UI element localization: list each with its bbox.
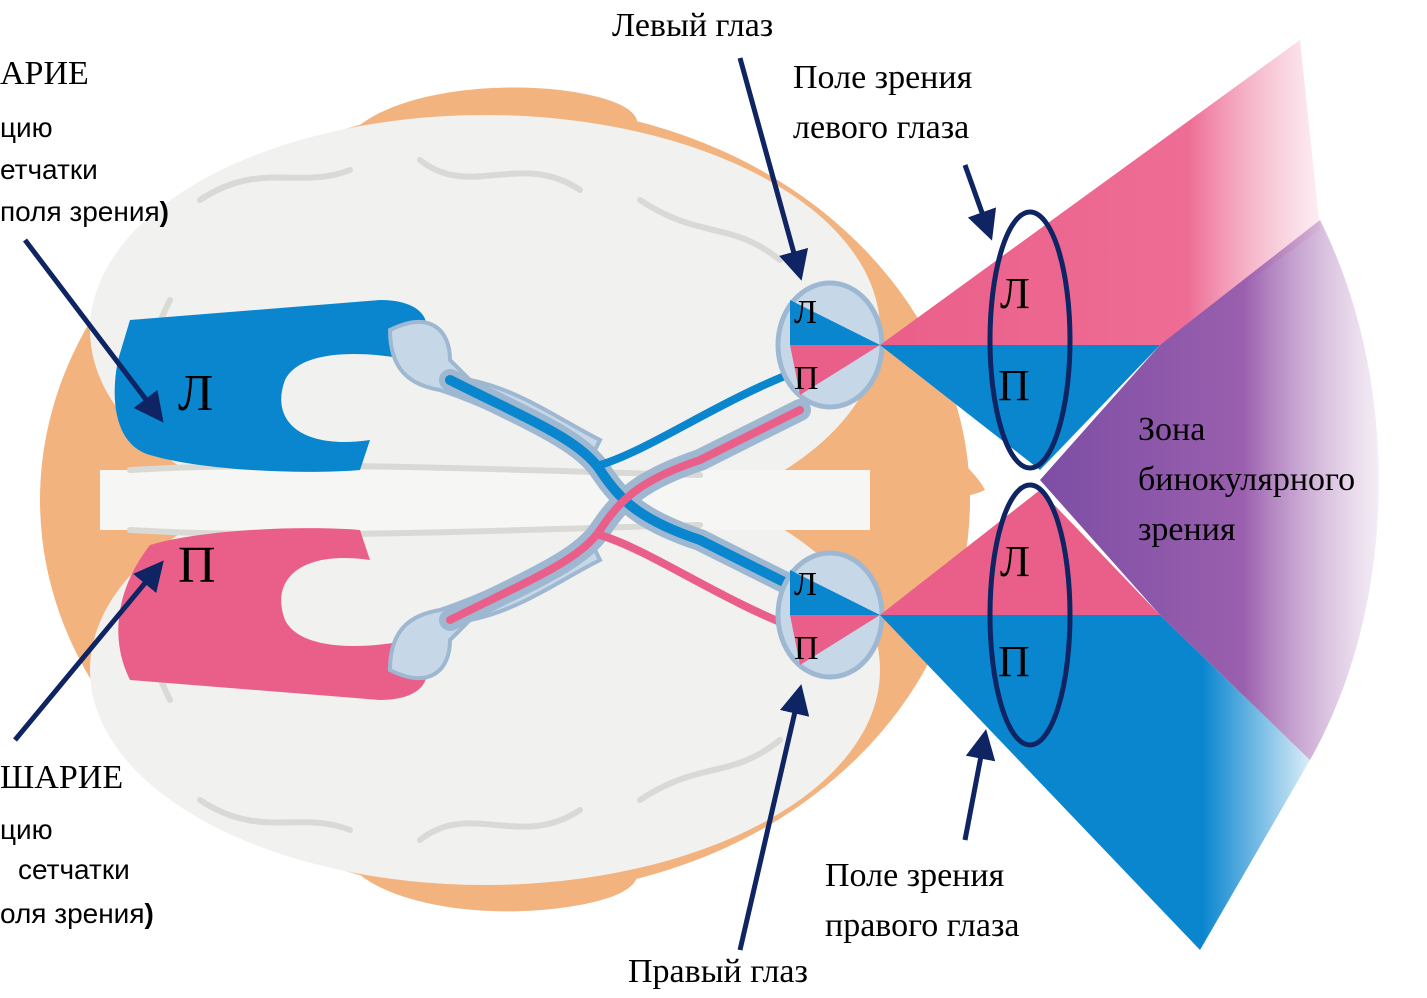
top-hemisphere-title: АРИЕ: [0, 54, 89, 95]
binocular-label-2: бинокулярного: [1138, 460, 1355, 501]
top-hemisphere-text-1: цию: [0, 110, 53, 145]
top-hemisphere-paren: ): [160, 196, 169, 227]
field-left-upper-letter: Л: [1000, 272, 1030, 316]
bottom-hemisphere-title: ШАРИЕ: [0, 758, 123, 799]
arrow-field-left: [965, 165, 990, 235]
field-left-label-1: Поле зрения: [793, 58, 972, 99]
cortex-right-letter: П: [178, 540, 216, 592]
top-hemisphere-text-3: поля зрения): [0, 194, 169, 229]
field-right-label-1: Поле зрения: [825, 856, 1004, 897]
cortex-left-letter: Л: [178, 368, 213, 420]
bottom-hemisphere-text-3-main: оля зрения: [0, 898, 144, 929]
right-eye-label: Правый глаз: [628, 952, 808, 993]
field-right-label-2: правого глаза: [825, 906, 1020, 947]
bottom-hemisphere-text-3: оля зрения): [0, 896, 154, 931]
field-left-lower-letter: П: [998, 364, 1030, 408]
bottom-hemisphere-text-1: цию: [0, 812, 53, 847]
eye-right-upper-letter: Л: [794, 568, 817, 602]
left-eye-label: Левый глаз: [612, 6, 773, 47]
eye-left-lower-letter: П: [794, 362, 819, 396]
field-right-upper-letter: Л: [1000, 540, 1030, 584]
field-right-lower-letter: П: [998, 640, 1030, 684]
arrow-field-right: [965, 735, 985, 840]
binocular-label-1: Зона: [1138, 410, 1205, 451]
eye-left-upper-letter: Л: [794, 296, 817, 330]
eye-right-lower-letter: П: [794, 632, 819, 666]
top-hemisphere-text-3-main: поля зрения: [0, 196, 160, 227]
binocular-label-3: зрения: [1138, 510, 1236, 551]
field-left-label-2: левого глаза: [793, 108, 969, 149]
brain-midline: [100, 470, 870, 530]
bottom-hemisphere-paren: ): [144, 898, 153, 929]
bottom-hemisphere-text-2: сетчатки: [18, 852, 130, 887]
top-hemisphere-text-2: етчатки: [0, 152, 98, 187]
